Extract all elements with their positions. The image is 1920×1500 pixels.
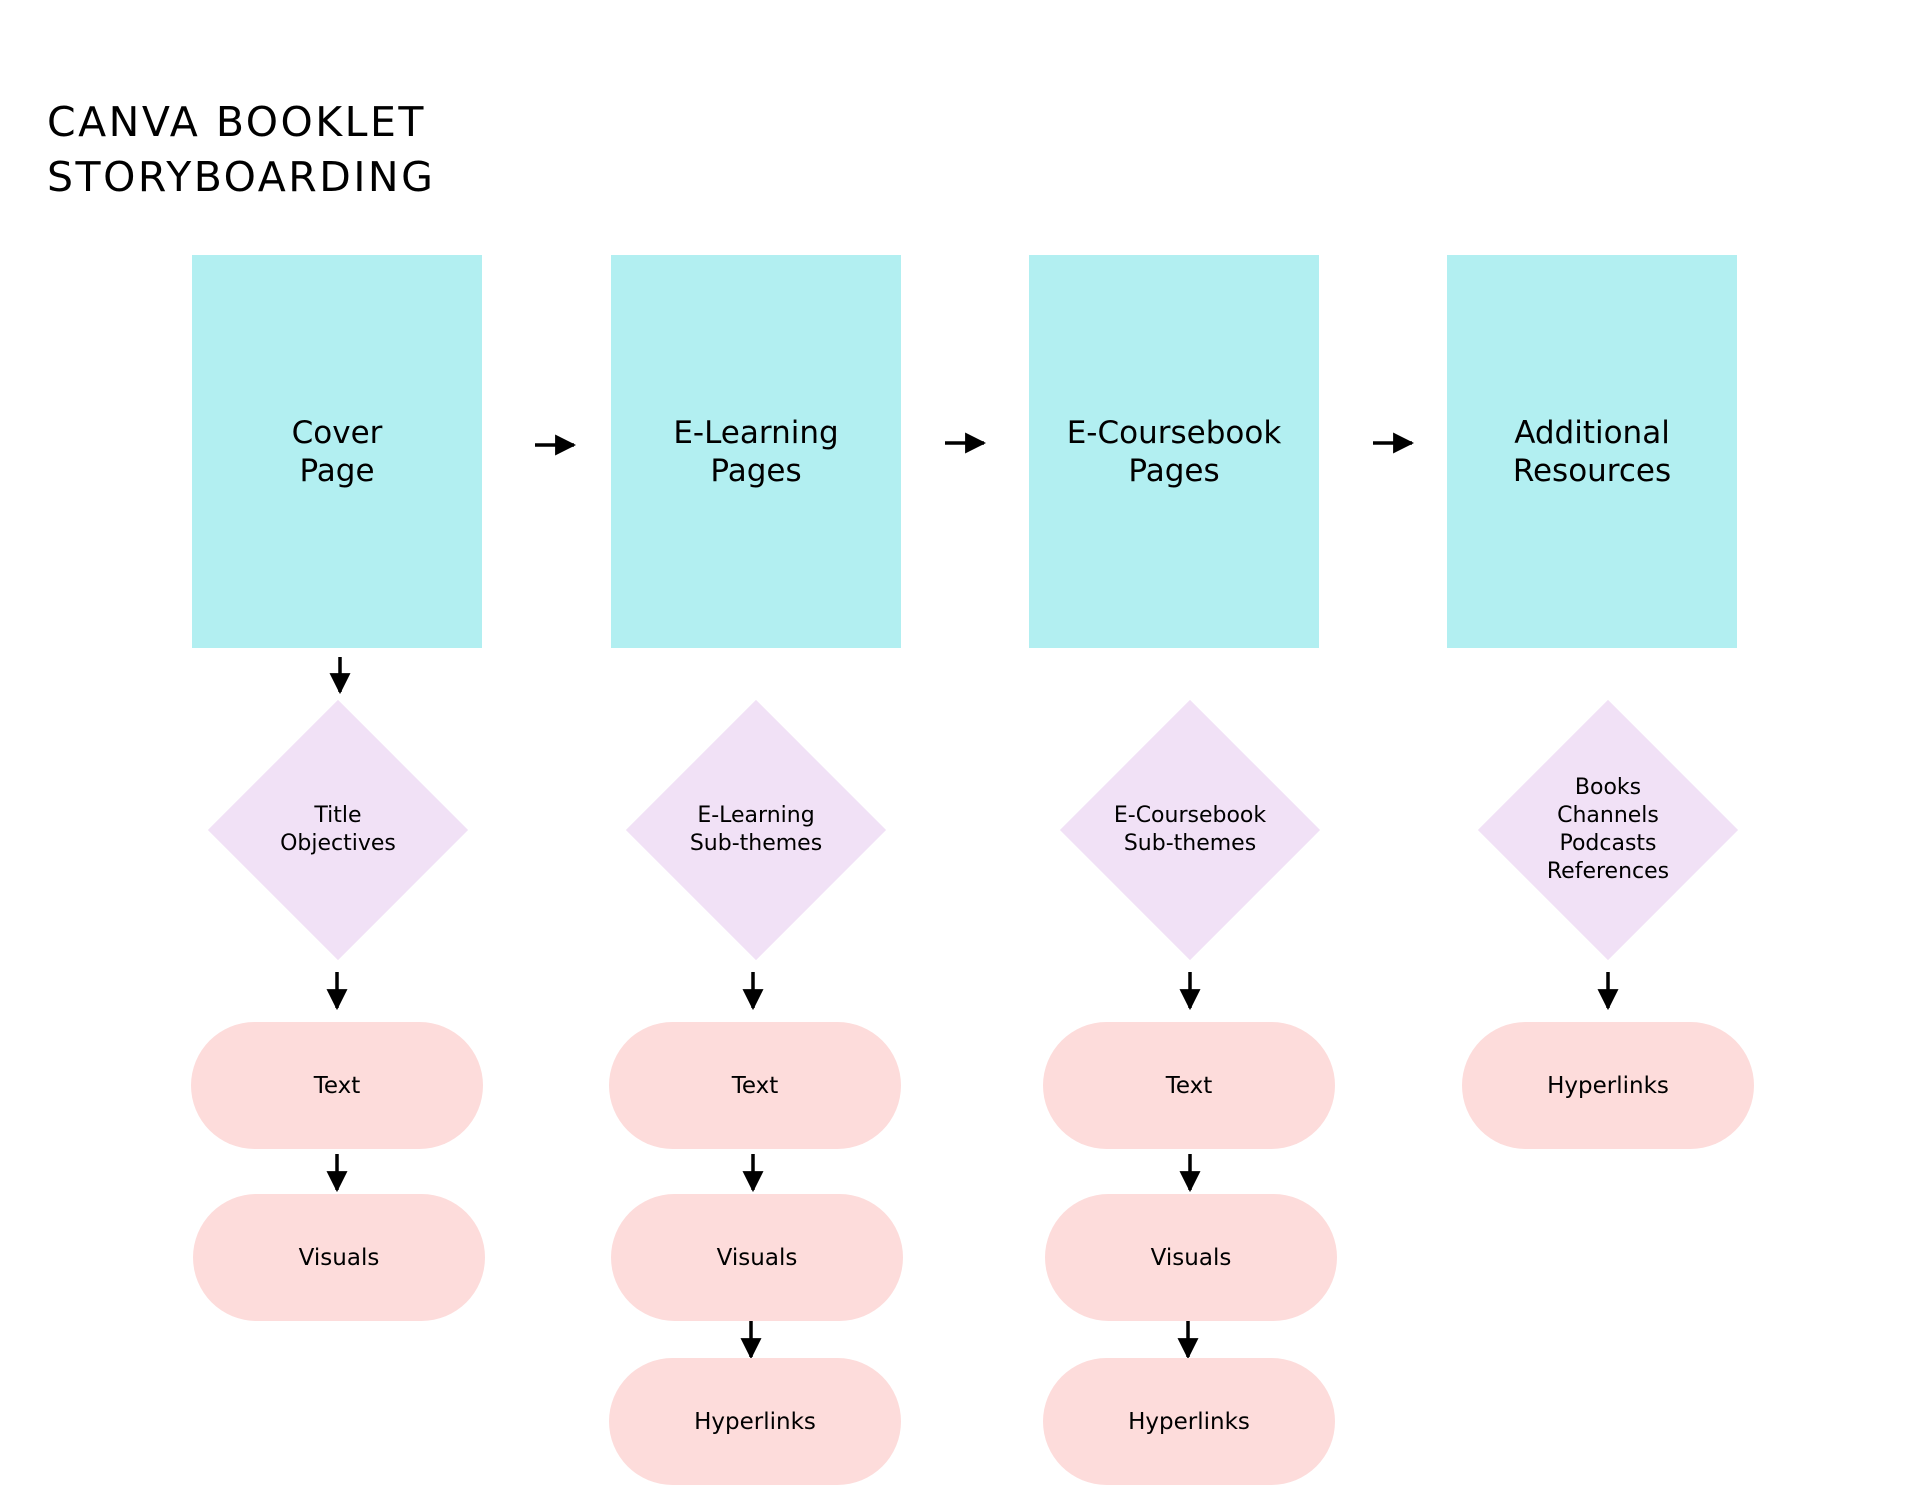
page-box-cover: Cover Page: [192, 255, 482, 648]
details-diamond-cover: Title Objectives: [207, 699, 469, 961]
page-box-elearning: E-Learning Pages: [611, 255, 901, 648]
page-box-label: Page: [299, 452, 375, 489]
page-box-label: Additional: [1514, 414, 1670, 451]
diamond-text: Title Objectives: [208, 700, 468, 960]
detail-item: E-Learning: [697, 803, 815, 828]
step-pill-visuals: Visuals: [611, 1194, 903, 1321]
diagram-title-line-2: STORYBOARDING: [47, 153, 436, 201]
diamond-text: E-Learning Sub-themes: [626, 700, 886, 960]
detail-item: E-Coursebook: [1113, 803, 1267, 828]
page-box-ecoursebook: E-Coursebook Pages: [1029, 255, 1319, 648]
details-diamond-elearning: E-Learning Sub-themes: [625, 699, 887, 961]
detail-item: Books: [1574, 775, 1642, 800]
page-box-label: E-Learning: [673, 414, 839, 451]
detail-item: Podcasts: [1559, 831, 1657, 856]
diamond-text: E-Coursebook Sub-themes: [1060, 700, 1320, 960]
detail-item: Sub-themes: [689, 831, 823, 856]
diagram-title: CANVA BOOKLET STORYBOARDING: [47, 95, 435, 205]
step-pill-hyperlinks: Hyperlinks: [1043, 1358, 1335, 1485]
page-box-label: Pages: [710, 452, 802, 489]
step-pill-visuals: Visuals: [1045, 1194, 1337, 1321]
detail-item: Objectives: [280, 831, 396, 856]
detail-item: Channels: [1557, 803, 1659, 828]
step-pill-visuals: Visuals: [193, 1194, 485, 1321]
diamond-text: Books Channels Podcasts References: [1478, 700, 1738, 960]
page-box-resources: Additional Resources: [1447, 255, 1737, 648]
page-box-label: E-Coursebook: [1066, 414, 1282, 451]
detail-item: Sub-themes: [1123, 831, 1257, 856]
details-diamond-resources: Books Channels Podcasts References: [1477, 699, 1739, 961]
step-pill-text: Text: [609, 1022, 901, 1149]
step-pill-hyperlinks: Hyperlinks: [1462, 1022, 1754, 1149]
step-pill-hyperlinks: Hyperlinks: [609, 1358, 901, 1485]
detail-item: References: [1546, 859, 1670, 884]
details-diamond-ecoursebook: E-Coursebook Sub-themes: [1059, 699, 1321, 961]
detail-item: Title: [314, 803, 362, 828]
page-box-label: Resources: [1512, 452, 1672, 489]
step-pill-text: Text: [1043, 1022, 1335, 1149]
diagram-title-line-1: CANVA BOOKLET: [47, 98, 426, 146]
page-box-label: Pages: [1128, 452, 1220, 489]
step-pill-text: Text: [191, 1022, 483, 1149]
page-box-label: Cover: [291, 414, 383, 451]
